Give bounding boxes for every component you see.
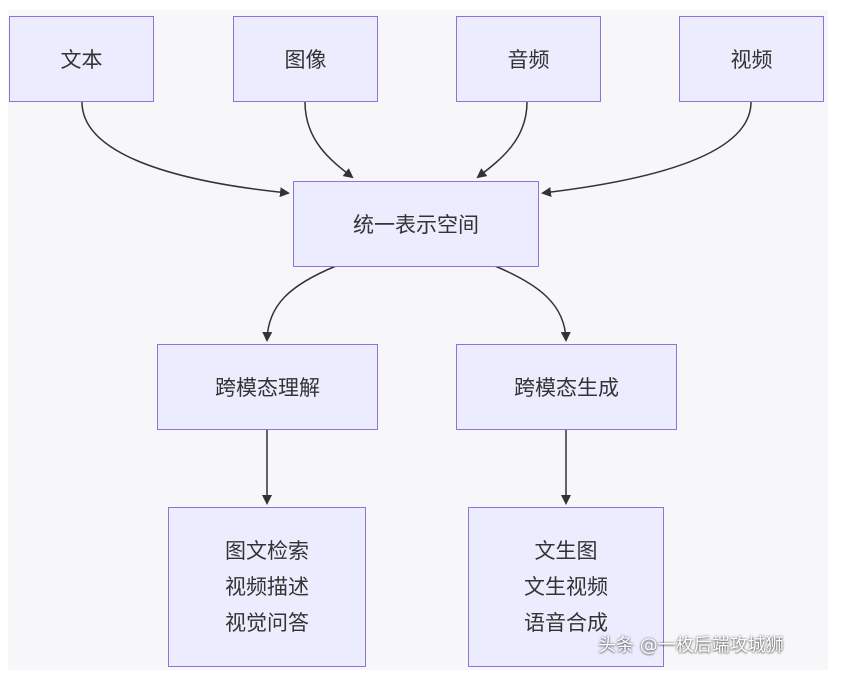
node-image-label: 图像 [284,48,327,72]
node-cross-modal-generation-label: 跨模态生成 [514,376,619,400]
node-text-label: 文本 [60,48,103,72]
edge-image-to-center [304,101,354,179]
edge-center-to-generation [494,265,571,342]
node-cross-modal-understanding-label: 跨模态理解 [215,376,320,400]
task-speech-synthesis: 语音合成 [524,611,608,635]
diagram-canvas [8,10,828,670]
node-audio: 音频 [456,16,601,102]
node-image: 图像 [233,16,378,102]
edge-audio-to-center [476,101,528,179]
node-cross-modal-understanding: 跨模态理解 [157,344,378,430]
task-text-to-video: 文生视频 [524,575,608,599]
task-video-captioning: 视频描述 [225,575,309,599]
task-visual-qa: 视觉问答 [225,611,309,635]
node-unified-space: 统一表示空间 [293,181,539,267]
node-audio-label: 音频 [507,48,550,72]
node-text: 文本 [9,16,154,102]
watermark-text: 头条 @一枚后端攻城狮 [598,635,784,656]
node-generation-tasks: 文生图 文生视频 语音合成 [468,507,664,667]
node-video-label: 视频 [730,48,773,72]
node-cross-modal-generation: 跨模态生成 [456,344,677,430]
node-understanding-tasks: 图文检索 视频描述 视觉问答 [168,507,366,667]
understanding-task-list: 图文检索 视频描述 视觉问答 [225,533,309,641]
node-video: 视频 [679,16,824,102]
edge-center-to-understanding [262,265,337,342]
edge-video-to-center [541,101,752,198]
generation-task-list: 文生图 文生视频 语音合成 [524,533,608,641]
task-image-text-retrieval: 图文检索 [225,539,309,563]
edge-text-to-center [81,101,290,198]
node-unified-space-label: 统一表示空间 [353,213,479,237]
task-text-to-image: 文生图 [534,539,598,563]
